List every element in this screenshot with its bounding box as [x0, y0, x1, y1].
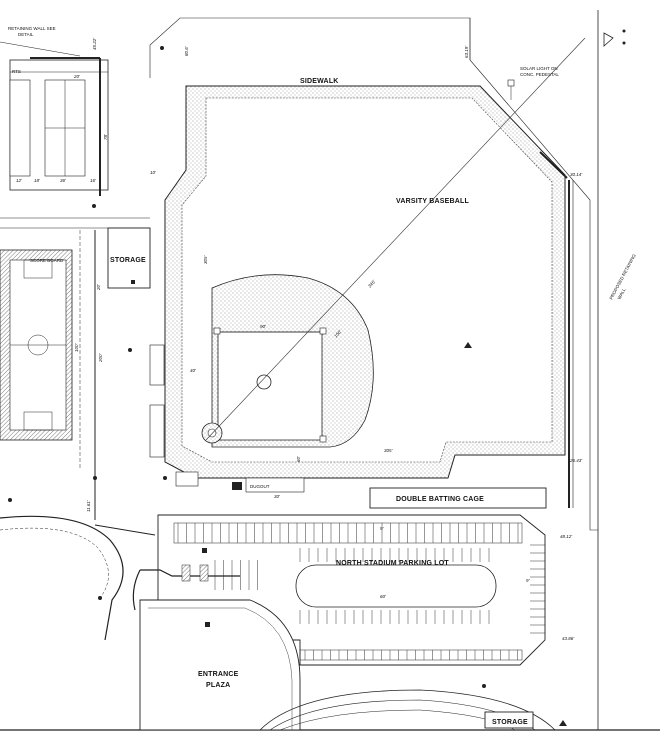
dim-80-6: 80.6' [184, 46, 189, 56]
solar-light-icon [507, 79, 515, 100]
dim-345: 345' [367, 279, 376, 289]
label-parking-lot: NORTH STADIUM PARKING LOT [336, 560, 449, 567]
dim-9-parking: 9' [526, 578, 530, 583]
dugout-structures [149, 344, 305, 493]
dim-26-43: 26.43' [569, 458, 582, 463]
dim-45-22: 45.22' [92, 38, 97, 50]
athletic-field-left [0, 217, 150, 520]
label-storage-left: STORAGE [110, 257, 146, 264]
label-dugout: DUGOUT [250, 484, 270, 489]
dim-60-parking: 60' [380, 594, 386, 599]
dim-40: 40' [190, 368, 196, 373]
dim-11-61: 11.61' [86, 500, 91, 512]
sheet-border [0, 10, 660, 731]
infield [201, 274, 374, 448]
north-arrow-icon [603, 29, 626, 47]
dim-36: 36' [60, 178, 66, 183]
label-retaining-wall-note: RETAINING WALL SEE [8, 26, 56, 31]
site-markers [8, 46, 486, 688]
label-double-batting-cage: DOUBLE BATTING CAGE [396, 496, 484, 503]
retaining-wall-upper-right [539, 151, 568, 179]
label-courts: RTS [12, 69, 21, 74]
dim-63-19: 63.19' [464, 46, 469, 58]
dim-12: 12' [16, 178, 22, 183]
dim-150: 150' [333, 329, 342, 339]
label-varsity-baseball: VARSITY BASEBALL [396, 198, 469, 205]
batting-cage [369, 487, 547, 509]
parking-stall-stripes [177, 523, 545, 660]
label-wall: WALL [616, 287, 626, 300]
dim-16: 16' [90, 178, 96, 183]
entrance-plaza [139, 599, 301, 731]
dim-20: 20' [73, 74, 80, 79]
dim-100: 100' [74, 343, 79, 352]
storage-building-left [107, 227, 151, 289]
label-retaining-wall-detail: DETAIL [18, 32, 34, 37]
dim-30-14: 30.14' [570, 172, 582, 177]
accessible-parking-symbols [181, 548, 209, 582]
dim-18: 18' [34, 178, 40, 183]
dim-10: 10' [150, 170, 156, 175]
dim-78: 78' [103, 134, 108, 140]
label-entrance: ENTRANCE [198, 671, 239, 678]
dim-48-12: 48.12' [560, 534, 572, 539]
tree-symbol-icon [464, 342, 567, 726]
storage-building-bottom [484, 711, 534, 729]
property-line [149, 17, 598, 531]
dim-30: 30' [274, 494, 280, 499]
label-solar-pedestal: CONC. PEDESTAL [520, 72, 559, 77]
dim-90: 90' [260, 324, 266, 329]
dim-305-left-field: 305' [203, 255, 208, 264]
foul-line-diagonal [205, 37, 586, 441]
dim-200: 200' [98, 353, 103, 363]
label-score-board: SCORE BOARD [30, 258, 64, 263]
label-plaza: PLAZA [206, 682, 230, 689]
dim-9: 9' [380, 526, 384, 531]
dim-43-86: 43.86' [562, 636, 574, 641]
dim-20-left: 20' [96, 284, 101, 291]
label-sidewalk: SIDEWALK [300, 78, 339, 85]
label-storage-bottom: STORAGE [492, 719, 528, 726]
dim-305-right-field: 305' [384, 448, 393, 453]
tennis-courts [9, 57, 109, 196]
dimension-labels: 45.22' 63.19' 80.6' 30.14' 26.43' 48.12'… [16, 38, 582, 641]
dim-60: 60' [296, 456, 301, 462]
label-solar-light: SOLAR LIGHT ON [520, 66, 558, 71]
